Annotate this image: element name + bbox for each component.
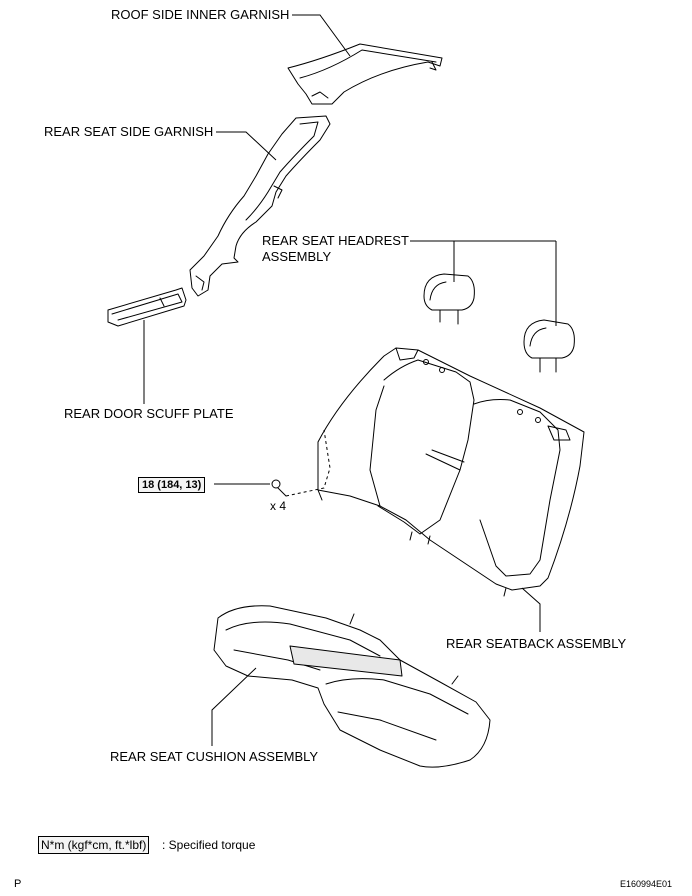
leader-side-garnish (216, 131, 277, 161)
headrest-left-part (423, 273, 475, 325)
headrest-right-part (523, 319, 575, 373)
legend-unit-box: N*m (kgf*cm, ft.*lbf) (38, 836, 150, 854)
footer-left-mark: P (14, 878, 22, 890)
leader-cushion (211, 667, 257, 746)
bolt-quantity-label: x 4 (270, 499, 287, 513)
leader-headrest (410, 240, 557, 326)
bolt-part (271, 479, 287, 497)
label-rear-seat-headrest-line1: REAR SEAT HEADREST (262, 233, 409, 248)
label-rear-seat-cushion-assembly: REAR SEAT CUSHION ASSEMBLY (110, 749, 319, 764)
leader-roof-garnish (292, 14, 351, 57)
roof-side-inner-garnish-part (287, 43, 443, 105)
bolt-dashed-path (285, 429, 331, 497)
rear-seat-side-garnish-part (189, 115, 331, 297)
label-rear-door-scuff-plate: REAR DOOR SCUFF PLATE (64, 406, 234, 421)
label-rear-seat-side-garnish: REAR SEAT SIDE GARNISH (44, 124, 214, 139)
label-rear-seat-headrest-line2: ASSEMBLY (262, 249, 332, 264)
label-roof-side-inner-garnish: ROOF SIDE INNER GARNISH (111, 7, 290, 22)
legend-description: : Specified torque (162, 838, 256, 852)
label-rear-seatback-assembly: REAR SEATBACK ASSEMBLY (446, 636, 627, 651)
leader-seatback (521, 587, 541, 632)
rear-door-scuff-plate-part (107, 287, 187, 327)
figure-id: E160994E01 (620, 879, 673, 889)
rear-seatback-part (317, 347, 585, 597)
rear-seat-cushion-part (213, 605, 491, 768)
torque-value-box: 18 (184, 13) (138, 477, 206, 493)
